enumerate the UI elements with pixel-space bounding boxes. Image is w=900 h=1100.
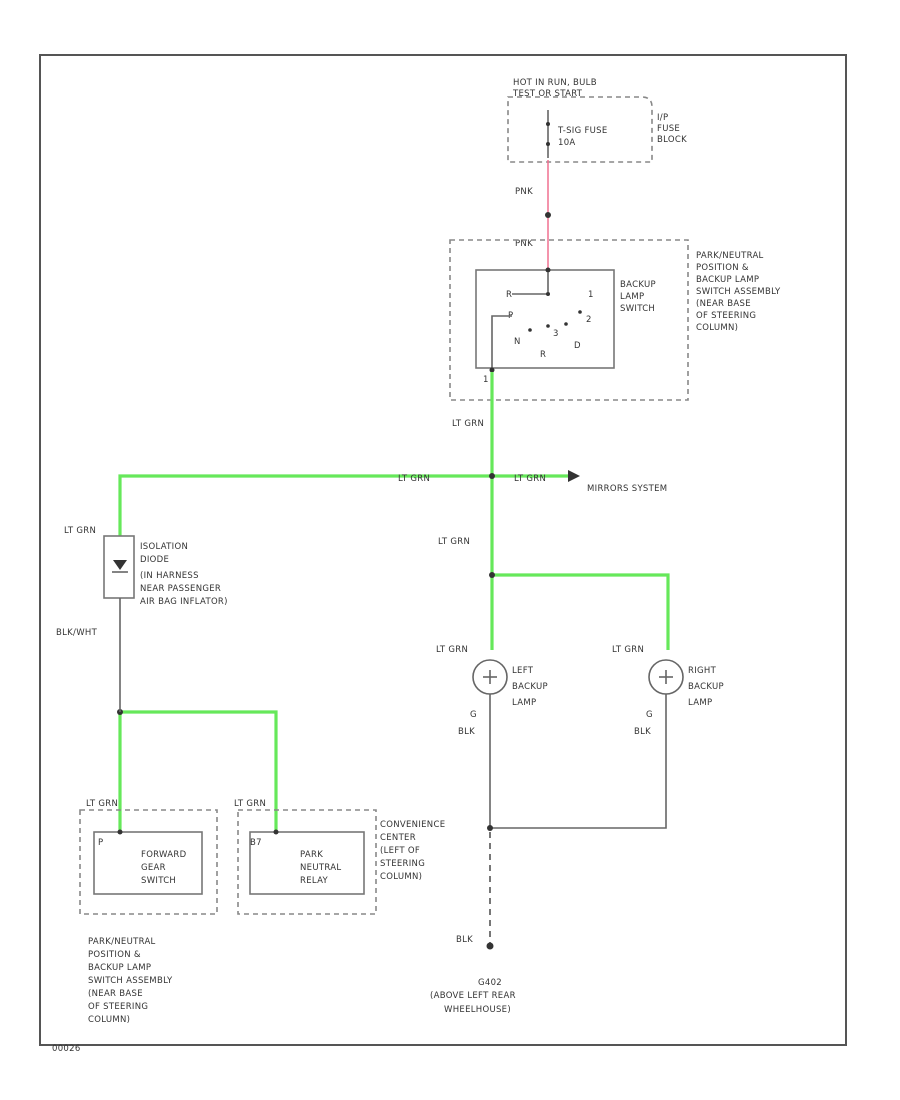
- park-neutral-relay-line-2: NEUTRAL: [300, 863, 341, 873]
- isolation-diode: LT GRN ISOLATION DIODE (IN HARNESS NEAR …: [56, 526, 228, 712]
- pin-forward: P: [98, 838, 103, 848]
- pnk-connector: [545, 212, 551, 218]
- pnk-switch-label: PNK: [515, 239, 533, 249]
- convenience-center-line-5: COLUMN): [380, 872, 422, 882]
- blk-ground-label: BLK: [456, 935, 473, 945]
- isolation-diode-line-1: ISOLATION: [140, 542, 188, 552]
- pnbl-bottom-line-1: PARK/NEUTRAL: [88, 937, 156, 947]
- right-lamp-ground-wire: [490, 694, 667, 829]
- pnbl-title-line-1: PARK/NEUTRAL: [696, 251, 764, 261]
- switch-pos-1: 1: [588, 290, 594, 300]
- fuse-label-line-1: T-SIG FUSE: [557, 126, 608, 136]
- lt-grn-relay: LT GRN: [234, 799, 266, 809]
- backup-lamp-switch-line-1: BACKUP: [620, 280, 656, 290]
- ip-fuse-block-line-3: BLOCK: [657, 135, 687, 145]
- pnbl-bottom-line-3: BACKUP LAMP: [88, 963, 151, 973]
- pnbl-title-line-7: COLUMN): [696, 323, 738, 333]
- left-lamp-pin: G: [470, 710, 477, 720]
- isolation-diode-line-3: (IN HARNESS: [140, 571, 199, 581]
- ground-splice: [487, 825, 493, 831]
- forward-gear-switch: LT GRN P FORWARD GEAR SWITCH: [79, 799, 218, 915]
- backup-lamp-switch-line-3: SWITCH: [620, 304, 655, 314]
- lt-grn-vertical-2: LT GRN: [438, 537, 470, 547]
- ip-fuse-block-line-2: FUSE: [657, 124, 680, 134]
- right-lamp-blk: BLK: [634, 727, 651, 737]
- convenience-center-line-3: (LEFT OF: [380, 846, 420, 856]
- switch-pos-d: D: [574, 341, 581, 351]
- lt-grn-left-lamp: LT GRN: [436, 645, 468, 655]
- backup-lamp-switch-assembly: R 1 P 2 N R D 3 BACKUP LAMP SWITCH 1 PAR…: [449, 239, 781, 401]
- ground-label-line-2: (ABOVE LEFT REAR: [430, 991, 516, 1001]
- convenience-center-line-1: CONVENIENCE: [380, 820, 445, 830]
- park-neutral-relay-line-3: RELAY: [300, 876, 329, 886]
- right-lamp-pin: G: [646, 710, 653, 720]
- convenience-center-line-4: STEERING: [380, 859, 425, 869]
- pnbl-bottom-line-2: POSITION &: [88, 950, 141, 960]
- ip-fuse-block-line-1: I/P: [657, 113, 668, 123]
- fuse-label-line-2: 10A: [558, 138, 576, 148]
- switch-pos-r1: R: [506, 290, 512, 300]
- mirrors-arrow: [568, 470, 580, 482]
- pnbl-bottom-line-5: (NEAR BASE: [88, 989, 143, 999]
- switch-pos-2: 2: [586, 315, 592, 325]
- diagram-code: 00026: [52, 1044, 81, 1054]
- lt-grn-diode-top: LT GRN: [64, 526, 96, 536]
- switch-pos-n: N: [514, 337, 521, 347]
- pnk-top-label: PNK: [515, 187, 533, 197]
- convenience-center-line-2: CENTER: [380, 833, 416, 843]
- ground-point: [486, 942, 494, 950]
- right-backup-lamp-line-2: BACKUP: [688, 682, 724, 692]
- pnbl-title-line-5: (NEAR BASE: [696, 299, 751, 309]
- forward-gear-line-2: GEAR: [141, 863, 166, 873]
- left-backup-lamp-line-3: LAMP: [512, 698, 536, 708]
- left-backup-lamp-line-2: BACKUP: [512, 682, 548, 692]
- backup-lamp-switch-line-2: LAMP: [620, 292, 644, 302]
- diagram-frame: [39, 54, 847, 1046]
- park-neutral-relay: LT GRN B7 PARK NEUTRAL RELAY CONVENIENCE…: [234, 799, 445, 915]
- switch-pin-bottom: 1: [483, 375, 489, 385]
- pnbl-title-line-3: BACKUP LAMP: [696, 275, 759, 285]
- pnbl-title-line-4: SWITCH ASSEMBLY: [696, 287, 781, 297]
- pnbl-bottom-line-6: OF STEERING: [88, 1002, 148, 1012]
- pin-relay: B7: [250, 838, 262, 848]
- pnbl-bottom-line-4: SWITCH ASSEMBLY: [88, 976, 173, 986]
- mirrors-system-label: MIRRORS SYSTEM: [587, 484, 667, 494]
- park-neutral-relay-line-1: PARK: [300, 850, 323, 860]
- ground-label-line-3: WHEELHOUSE): [444, 1005, 511, 1015]
- right-backup-lamp: LT GRN RIGHT BACKUP LAMP G BLK: [612, 645, 724, 737]
- backup-lamp-switch: [475, 269, 615, 369]
- switch-pos-r2: R: [540, 350, 546, 360]
- lt-grn-forward: LT GRN: [86, 799, 118, 809]
- switch-pos-3: 3: [553, 329, 559, 339]
- left-backup-lamp: LT GRN LEFT BACKUP LAMP G BLK: [436, 645, 548, 737]
- splice-top: [489, 473, 495, 479]
- lt-grn-bus-right: LT GRN: [514, 474, 546, 484]
- right-backup-lamp-line-3: LAMP: [688, 698, 712, 708]
- hot-in-run-line-2: TEST OR START: [512, 89, 583, 99]
- lt-grn-wiring: [118, 372, 670, 832]
- pnbl-bottom-line-7: COLUMN): [88, 1015, 130, 1025]
- right-backup-lamp-line-1: RIGHT: [688, 666, 717, 676]
- isolation-diode-line-2: DIODE: [140, 555, 169, 565]
- hot-in-run-line-1: HOT IN RUN, BULB: [513, 78, 597, 88]
- pnbl-bottom-title: PARK/NEUTRAL POSITION & BACKUP LAMP SWIT…: [88, 937, 173, 1025]
- isolation-diode-line-4: NEAR PASSENGER: [140, 584, 221, 594]
- lt-grn-right-lamp: LT GRN: [612, 645, 644, 655]
- pnbl-title-line-2: POSITION &: [696, 263, 749, 273]
- fuse-block: HOT IN RUN, BULB TEST OR START T-SIG FUS…: [507, 78, 687, 163]
- lt-grn-bus-left: LT GRN: [398, 474, 430, 484]
- ground-label-line-1: G402: [478, 978, 502, 988]
- forward-gear-line-3: SWITCH: [141, 876, 176, 886]
- blk-wht-label: BLK/WHT: [56, 628, 98, 638]
- forward-gear-line-1: FORWARD: [141, 850, 187, 860]
- splice-middle: [489, 572, 495, 578]
- left-backup-lamp-line-1: LEFT: [512, 666, 534, 676]
- lt-grn-vertical-1: LT GRN: [452, 419, 484, 429]
- pnbl-title-line-6: OF STEERING: [696, 311, 756, 321]
- left-lamp-blk: BLK: [458, 727, 475, 737]
- isolation-diode-line-5: AIR BAG INFLATOR): [140, 597, 228, 607]
